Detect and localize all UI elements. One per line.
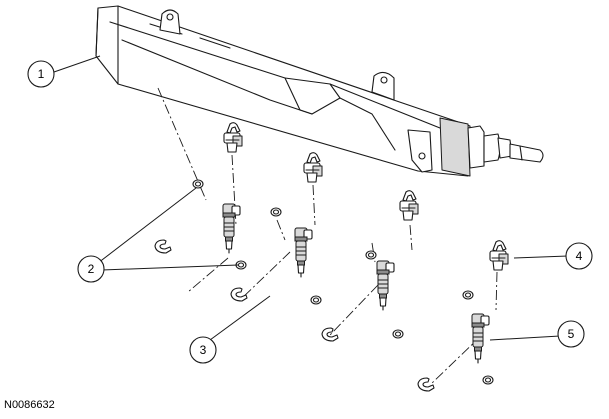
injector-assembly-3	[321, 190, 419, 342]
callout-5: 5	[557, 320, 585, 348]
callout-1: 1	[27, 60, 55, 88]
callout-2: 2	[77, 255, 105, 283]
fuel-rail	[95, 5, 544, 177]
callout-4-label: 4	[576, 249, 583, 263]
callout-3-label: 3	[200, 343, 207, 357]
callout-2-label: 2	[88, 262, 95, 276]
injector-assembly-2	[230, 152, 323, 305]
injector-assembly-1	[154, 122, 247, 270]
injector-assembly-4	[417, 240, 509, 392]
callout-1-label: 1	[38, 67, 45, 81]
leader-lines	[53, 55, 569, 341]
callout-3: 3	[189, 336, 217, 364]
figure-id: N0086632	[4, 399, 55, 411]
callout-5-label: 5	[568, 327, 575, 341]
callout-4: 4	[565, 242, 593, 270]
